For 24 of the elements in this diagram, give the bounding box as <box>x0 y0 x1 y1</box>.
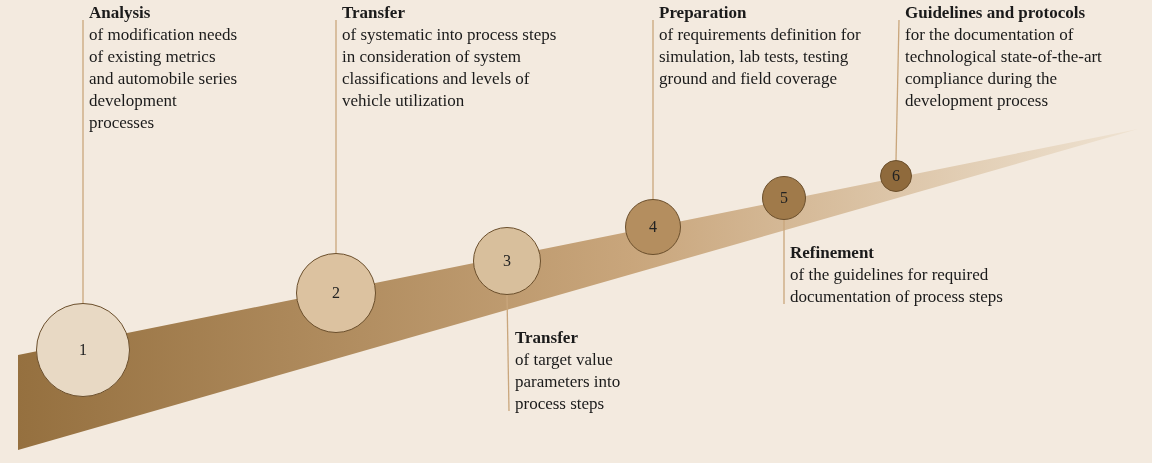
leader-line <box>895 19 900 161</box>
leader-line <box>82 19 84 304</box>
step-number: 3 <box>503 252 511 270</box>
leader-line <box>506 294 510 412</box>
step-heading: Preparation <box>659 2 748 24</box>
step-description: of requirements definition for simulation, lab tests, testing ground and field coverage <box>659 24 862 90</box>
step-description: of systematic into process steps in consideration of system classifications and levels of vehicle utilization <box>342 24 558 112</box>
leader-line <box>652 19 654 200</box>
leader-line <box>335 19 337 254</box>
step-heading: Analysis <box>89 2 152 24</box>
step-heading: Refinement <box>790 242 876 264</box>
step-number: 2 <box>332 284 340 302</box>
step-description: of target value parameters into process steps <box>515 349 622 415</box>
step-description: for the documentation of technological state-of-the-art compliance during the development process <box>905 24 1103 112</box>
step-heading: Transfer <box>515 327 579 349</box>
step-number: 1 <box>79 341 87 359</box>
step-heading: Guidelines and protocols <box>905 2 1087 24</box>
step-description: of the guidelines for required documentation of process steps <box>790 264 1004 308</box>
step-number: 5 <box>780 189 788 207</box>
step-number: 6 <box>892 167 900 185</box>
step-number: 4 <box>649 218 657 236</box>
leader-line <box>783 219 785 305</box>
step-description: of modification needs of existing metrics and automobile series development processes <box>89 24 239 134</box>
step-heading: Transfer <box>342 2 406 24</box>
